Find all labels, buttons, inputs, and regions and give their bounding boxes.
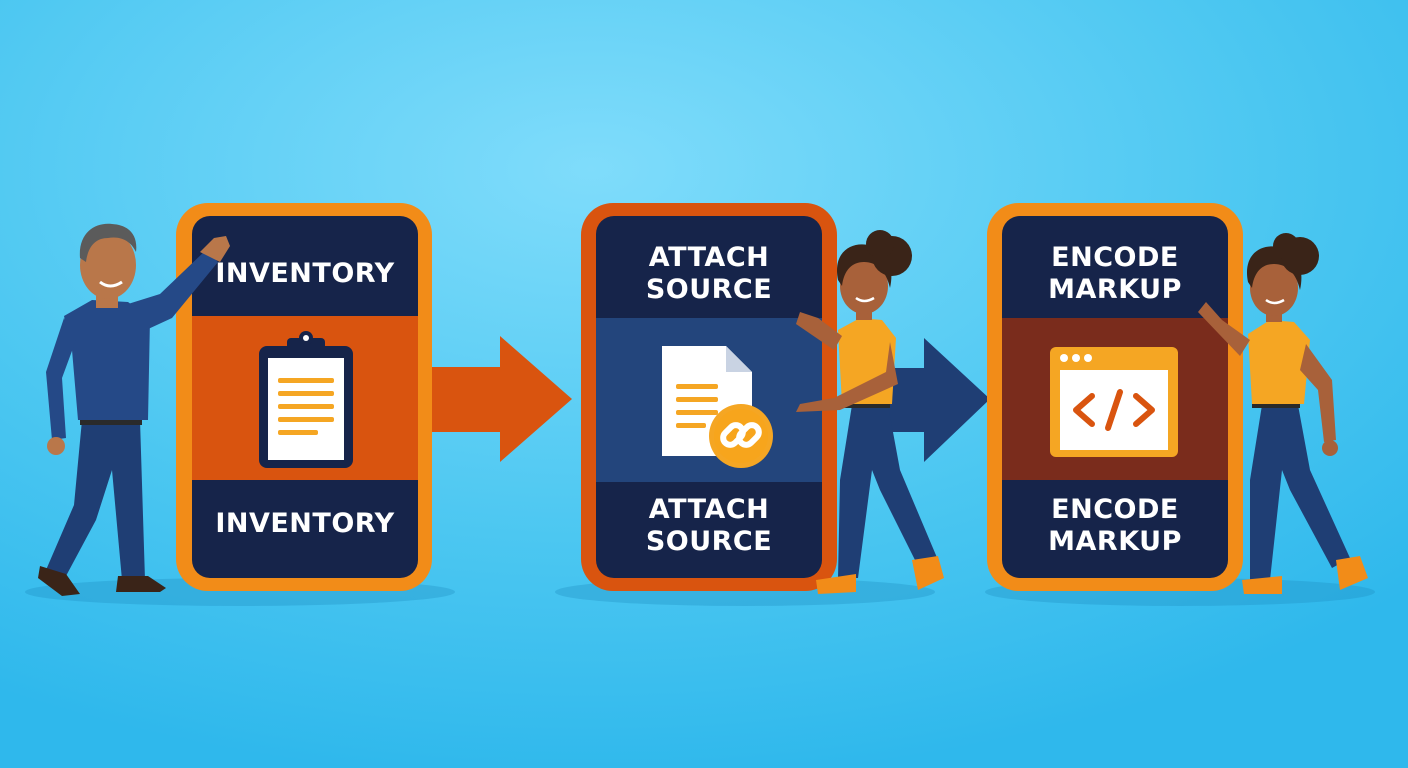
- person-woman-illustration-1: [796, 230, 944, 594]
- document-link-icon: [662, 346, 773, 468]
- link-chain-icon: [720, 422, 762, 448]
- card-1-bottom-label: INVENTORY: [215, 508, 394, 539]
- step-card-inventory: INVENTORY INVENTORY: [176, 203, 432, 591]
- person-man-illustration: [38, 223, 230, 596]
- person-woman-illustration-2: [1198, 233, 1368, 594]
- card-1-top-label: INVENTORY: [215, 258, 394, 289]
- arrow-1-icon: [418, 336, 572, 462]
- arrow-2-icon: [880, 338, 990, 462]
- code-window-icon: [1050, 347, 1178, 457]
- clipboard-icon: [259, 331, 353, 468]
